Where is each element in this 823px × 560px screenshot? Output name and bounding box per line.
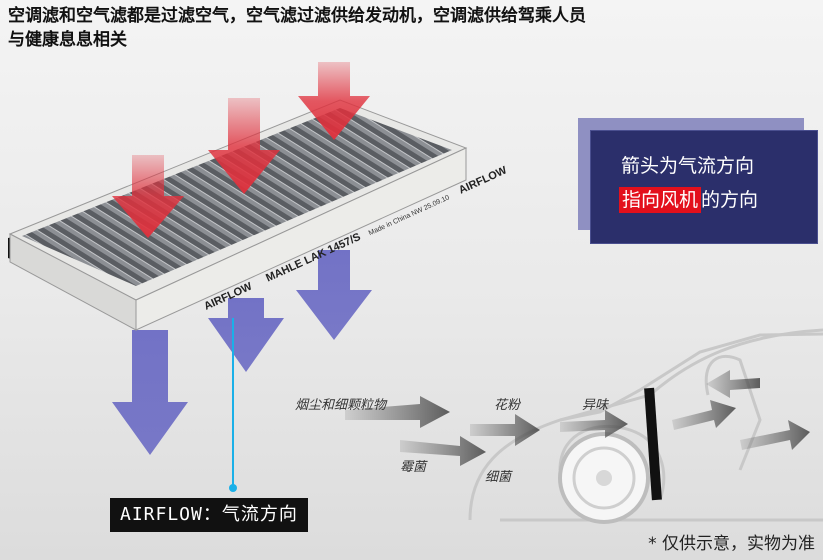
- airflow-direction-label: AIRFLOW：气流方向: [110, 498, 308, 532]
- flow-arrow-cabin-2: [740, 420, 810, 450]
- flow-arrow-pollen: [470, 414, 540, 446]
- a-pillar: [644, 387, 662, 501]
- label-mold: 霉菌: [400, 460, 427, 475]
- outflow-arrows: [112, 250, 372, 455]
- callout-line-1: 箭头为气流方向: [621, 155, 755, 177]
- filter-media: [22, 108, 452, 286]
- inflow-arrow-right: [298, 62, 370, 140]
- outflow-arrow-middle: [208, 298, 284, 372]
- outflow-arrow-right: [296, 250, 372, 340]
- flow-arrow-mold: [400, 436, 486, 466]
- cabin-air-filter: AIRFLOW MAHLE LAK 1457/S Made in China N…: [8, 99, 509, 331]
- callout-line-2: 指向风机的方向: [619, 185, 759, 213]
- label-pollen: 花粉: [494, 398, 521, 413]
- airflow-pointer: [229, 318, 237, 492]
- front-wheel: [558, 432, 650, 524]
- filter-frame-side: [135, 147, 467, 331]
- flow-arrow-cabin-3: [706, 370, 760, 398]
- callout-highlight: 指向风机: [619, 187, 702, 213]
- flow-arrow-odor: [560, 410, 628, 438]
- inflow-arrow-middle: [208, 98, 280, 194]
- disclaimer-footnote: * 仅供示意，实物为准: [648, 534, 815, 554]
- title-line-1: 空调滤和空气滤都是过滤空气，空气滤过滤供给发动机，空调滤供给驾乘人员: [8, 6, 586, 26]
- label-bacteria: 细菌: [485, 470, 512, 485]
- flow-arrow-cabin-1: [672, 400, 736, 430]
- inflow-arrows: [112, 62, 370, 238]
- label-odor: 异味: [582, 398, 609, 413]
- callout-suffix: 的方向: [701, 189, 759, 211]
- airflow-callout: 箭头为气流方向 指向风机的方向: [578, 118, 818, 244]
- seat-outline: [704, 354, 762, 471]
- title-line-2: 与健康息息相关: [8, 30, 127, 50]
- flow-arrows: [345, 370, 810, 466]
- page-title: 空调滤和空气滤都是过滤空气，空气滤过滤供给发动机，空调滤供给驾乘人员 与健康息息…: [8, 4, 818, 52]
- callout-panel: 箭头为气流方向 指向风机的方向: [590, 130, 818, 244]
- outflow-arrow-left: [112, 330, 188, 455]
- label-smoke: 烟尘和细颗粒物: [295, 398, 387, 413]
- flow-arrow-smoke: [345, 396, 450, 428]
- inflow-arrow-left: [112, 155, 184, 238]
